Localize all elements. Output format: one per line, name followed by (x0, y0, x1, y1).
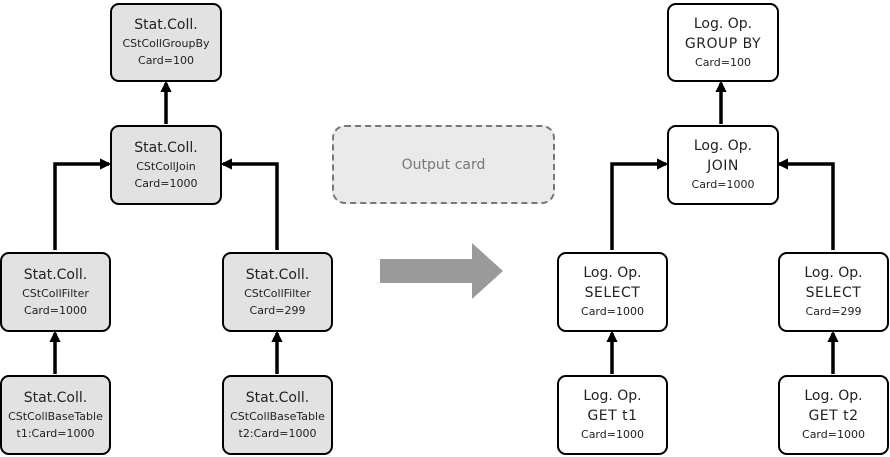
node-type: CStCollFilter (244, 286, 311, 300)
node-type: CStCollFilter (22, 286, 89, 300)
node-type: CStCollJoin (136, 159, 196, 173)
logop-node-get-left: Log. Op. GET t1 Card=1000 (557, 375, 668, 455)
node-title: Log. Op. (693, 138, 753, 154)
stat-node-groupby: Stat.Coll. CStCollGroupBy Card=100 (110, 3, 222, 82)
edge-selectright-to-join (776, 158, 835, 250)
edge-selectleft-to-join (610, 158, 669, 250)
node-card: Card=100 (695, 55, 751, 69)
logop-node-select-right: Log. Op. SELECT Card=299 (778, 252, 889, 332)
node-op: GET t1 (587, 408, 638, 424)
node-card: Card=299 (805, 305, 862, 318)
node-type: CStCollBaseTable (8, 409, 103, 423)
output-card-label: Output card (401, 156, 486, 173)
node-card: Card=299 (249, 303, 306, 317)
node-card: t2:Card=1000 (238, 426, 317, 440)
node-title: Log. Op. (693, 15, 753, 32)
node-card: Card=100 (138, 54, 194, 67)
logop-node-join: Log. Op. JOIN Card=1000 (667, 125, 779, 205)
node-card: Card=1000 (581, 305, 644, 318)
node-op: GROUP BY (684, 35, 762, 52)
node-title: Log. Op. (583, 265, 642, 281)
node-card: t1:Card=1000 (16, 426, 95, 440)
node-op: SELECT (805, 285, 862, 301)
node-title: Stat.Coll. (134, 139, 198, 156)
node-title: Stat.Coll. (23, 389, 88, 406)
node-title: Log. Op. (583, 388, 642, 404)
logop-node-groupby: Log. Op. GROUP BY Card=100 (667, 3, 779, 82)
node-title: Stat.Coll. (245, 266, 310, 283)
node-type: CStCollBaseTable (230, 409, 325, 423)
node-op: SELECT (584, 285, 641, 301)
output-card-box: Output card (332, 125, 555, 204)
node-type: CStCollGroupBy (122, 37, 210, 50)
stat-node-filter-left: Stat.Coll. CStCollFilter Card=1000 (0, 252, 111, 332)
stat-node-base-right: Stat.Coll. CStCollBaseTable t2:Card=1000 (222, 375, 333, 455)
stat-node-filter-right: Stat.Coll. CStCollFilter Card=299 (222, 252, 333, 332)
node-op: GET t2 (808, 408, 859, 424)
logop-node-select-left: Log. Op. SELECT Card=1000 (557, 252, 668, 332)
node-title: Stat.Coll. (134, 17, 198, 33)
node-card: Card=1000 (581, 428, 644, 441)
edge-filterright-to-join (220, 158, 279, 250)
node-op: JOIN (707, 158, 739, 174)
logop-node-get-right: Log. Op. GET t2 Card=1000 (778, 375, 889, 455)
node-title: Stat.Coll. (23, 266, 88, 283)
stat-node-join: Stat.Coll. CStCollJoin Card=1000 (110, 125, 222, 205)
node-card: Card=1000 (134, 176, 198, 190)
node-title: Stat.Coll. (245, 389, 310, 406)
edge-filterleft-to-join (53, 158, 112, 250)
node-card: Card=1000 (802, 428, 865, 441)
stat-node-base-left: Stat.Coll. CStCollBaseTable t1:Card=1000 (0, 375, 111, 455)
node-title: Log. Op. (804, 388, 863, 404)
node-title: Log. Op. (804, 265, 863, 281)
transform-arrow-icon (380, 243, 503, 299)
node-card: Card=1000 (691, 178, 755, 191)
node-card: Card=1000 (24, 303, 87, 317)
